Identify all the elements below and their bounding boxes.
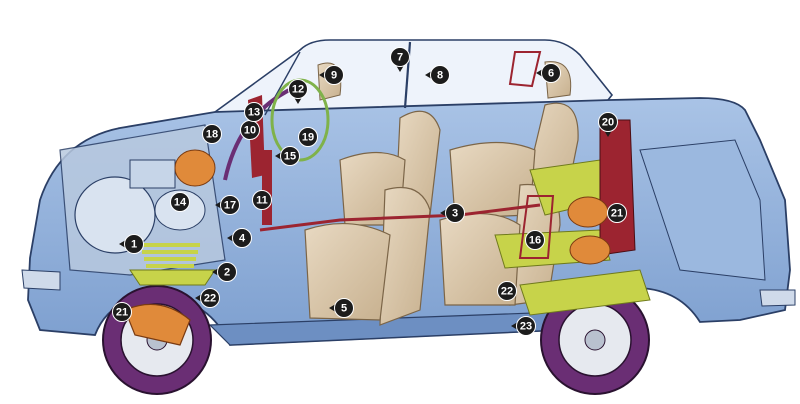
callout-number: 2 [224,267,230,279]
callout-c5: 5 [329,298,354,318]
callout-c22a: 22 [195,288,220,308]
callout-c6: 6 [536,63,561,83]
callout-c15: 15 [275,146,300,166]
front-spring [140,243,200,275]
callout-c12: 12 [288,79,308,104]
callout-number: 21 [611,208,623,220]
callout-number: 20 [602,117,614,129]
callout-number: 10 [244,125,256,137]
callout-c4: 4 [227,228,252,248]
callout-number: 18 [206,129,218,141]
callout-c8: 8 [425,65,450,85]
callout-c19: 19 [298,127,318,147]
callout-number: 16 [529,235,541,247]
callout-number: 22 [204,293,216,305]
callout-number: 3 [452,208,458,220]
callout-c2: 2 [212,262,237,282]
callout-number: 12 [292,84,304,96]
rear-seat-cushion [449,141,536,219]
callout-number: 22 [501,286,513,298]
roof-and-windows [212,39,614,119]
callout-c13: 13 [244,102,264,122]
callout-number: 4 [239,233,246,245]
callout-c11: 11 [252,190,272,210]
callout-c17: 17 [215,195,240,215]
callout-c3: 3 [440,203,465,223]
callout-number: 17 [224,200,236,212]
callout-number: 11 [256,195,268,207]
callout-c18: 18 [202,124,222,144]
callout-c21a: 21 [607,203,627,223]
callout-number: 5 [341,303,347,315]
callout-number: 9 [331,70,337,82]
fuel-tank [599,119,636,256]
callout-c9: 9 [319,65,344,85]
front-seat-cushion-lower [304,223,391,321]
callout-c10: 10 [240,120,260,140]
callout-number: 14 [174,197,187,209]
callout-number: 23 [520,321,532,333]
callout-c7: 7 [390,47,410,72]
callout-c14: 14 [170,192,190,212]
callout-number: 19 [302,132,314,144]
callout-c16: 16 [525,230,545,250]
callout-number: 1 [131,239,137,251]
front-seat-back-lower [379,186,431,326]
callout-c20: 20 [598,112,618,137]
callout-number: 21 [116,307,128,319]
callout-number: 13 [248,107,260,119]
callout-number: 7 [397,52,403,64]
trunk-floor [639,139,766,281]
callout-number: 6 [548,68,554,80]
callout-c21b: 21 [112,302,132,322]
callout-number: 8 [437,70,443,82]
callout-c1: 1 [119,234,144,254]
callout-c22b: 22 [497,281,517,301]
mechanical-parts [129,78,651,316]
callout-number: 15 [284,151,296,163]
front-wheel [102,285,212,395]
callout-c23: 23 [511,316,536,336]
